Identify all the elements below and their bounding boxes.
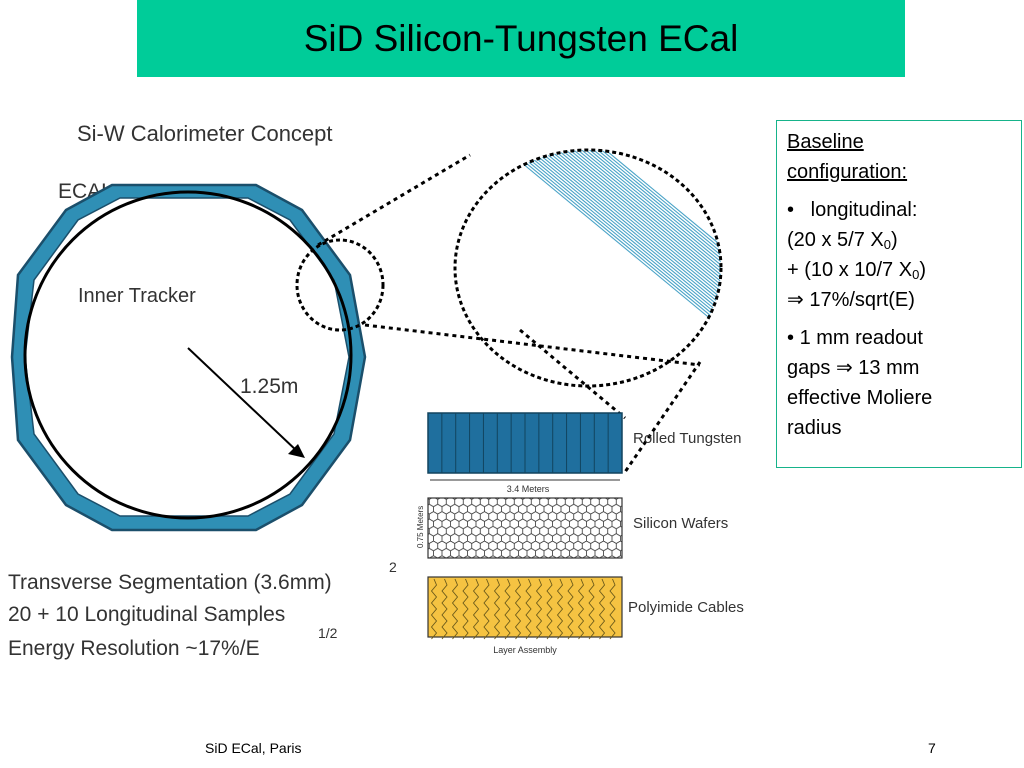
bullet-longitudinal: • longitudinal: (20 x 5/7 X0) + (10 x 10… bbox=[787, 195, 1011, 315]
layer-label-silicon: Silicon Wafers bbox=[633, 515, 728, 532]
zoom-stripe bbox=[546, 150, 721, 321]
assembly-label: Layer Assembly bbox=[493, 645, 557, 655]
zoom-stripe bbox=[508, 150, 721, 328]
spec-line-1: Transverse Segmentation (3.6mm) bbox=[8, 571, 332, 594]
cable-trace bbox=[483, 578, 490, 640]
readout-line-1: • 1 mm readout bbox=[787, 327, 923, 349]
cable-trace bbox=[493, 578, 501, 640]
gaps-text: gaps bbox=[787, 357, 831, 379]
baseline-config-box: Baseline configuration: • longitudinal: … bbox=[776, 120, 1022, 468]
l1-post: ) bbox=[890, 229, 898, 251]
zoom-stripe bbox=[517, 150, 721, 326]
longitudinal-line-2: + (10 x 10/7 X0) bbox=[787, 255, 1011, 285]
calorimeter-figure: Si-W Calorimeter Concept ECAL Inner Trac… bbox=[8, 121, 744, 660]
zoom-stripes bbox=[469, 150, 721, 336]
silicon-wafer-layer bbox=[427, 497, 623, 559]
zoom-stripe bbox=[543, 150, 721, 321]
spec-line-1-sup: 2 bbox=[389, 559, 397, 575]
implies-icon: ⇒ bbox=[787, 289, 804, 311]
zoom-stripe bbox=[524, 150, 721, 325]
cable-trace bbox=[430, 578, 438, 640]
longitudinal-line-1: (20 x 5/7 X0) bbox=[787, 225, 1011, 255]
radius-arrow bbox=[187, 347, 299, 453]
zoom-stripe bbox=[549, 150, 721, 320]
zoom-stripe bbox=[504, 150, 721, 329]
zoom-stripe bbox=[527, 150, 721, 324]
slide-number: 7 bbox=[928, 740, 936, 756]
inner-tracker-circle bbox=[23, 190, 353, 520]
zoom-stripe bbox=[485, 150, 721, 333]
readout-line-2: gaps ⇒ 13 mm bbox=[787, 353, 1011, 383]
spec-line-2: 20 + 10 Longitudinal Samples bbox=[8, 603, 285, 626]
cable-trace bbox=[577, 578, 585, 640]
layer-label-polyimide: Polyimide Cables bbox=[628, 599, 744, 616]
height-label: 0.75 Meters bbox=[416, 506, 425, 548]
spec-line-3: Energy Resolution ~17%/E bbox=[8, 637, 260, 660]
cable-trace bbox=[588, 578, 595, 640]
cable-trace bbox=[514, 578, 522, 640]
radius-arrowhead bbox=[288, 444, 305, 458]
cable-trace bbox=[462, 578, 469, 640]
l1-sub: 0 bbox=[883, 237, 891, 252]
zoom-stripe bbox=[533, 150, 721, 323]
cable-trace bbox=[525, 578, 532, 640]
cable-trace bbox=[556, 578, 564, 640]
ecal-ring-inner bbox=[24, 197, 350, 517]
mm-text: 13 mm bbox=[858, 357, 920, 379]
detail-circle bbox=[295, 238, 385, 332]
spec-line-3-sup: 1/2 bbox=[318, 625, 338, 641]
cable-trace bbox=[546, 578, 553, 640]
zoom-stripe bbox=[530, 150, 721, 324]
implies-icon: ⇒ bbox=[835, 357, 853, 379]
cable-traces bbox=[430, 578, 616, 640]
length-label: 3.4 Meters bbox=[507, 484, 550, 494]
cable-trace bbox=[598, 578, 606, 640]
l2-post: ) bbox=[919, 259, 926, 281]
cable-trace bbox=[567, 578, 574, 640]
footer-left: SiD ECal, Paris bbox=[205, 740, 302, 756]
l2-sub: 0 bbox=[912, 267, 920, 282]
zoom-stripe bbox=[501, 150, 721, 330]
slide-title: SiD Silicon-Tungsten ECal bbox=[303, 17, 739, 59]
tungsten-seams bbox=[441, 413, 609, 473]
baseline-heading-line-1: Baseline bbox=[787, 131, 864, 153]
readout-text: 1 mm readout bbox=[799, 327, 923, 349]
cable-trace bbox=[609, 578, 616, 640]
zoom-line-bottom bbox=[364, 323, 701, 367]
zoom-stripe bbox=[511, 150, 721, 328]
layer-label-tungsten: Rolled Tungsten bbox=[633, 430, 741, 447]
cable-trace bbox=[472, 578, 480, 640]
zoom-stripe bbox=[498, 150, 721, 330]
figure-heading: Si-W Calorimeter Concept bbox=[77, 121, 333, 146]
zoom-stripe bbox=[536, 150, 721, 322]
readout-line-3: effective Moliere bbox=[787, 387, 933, 409]
inner-tracker-label: Inner Tracker bbox=[78, 285, 196, 307]
radius-label: 1.25m bbox=[240, 375, 298, 398]
zoom-stripe bbox=[479, 150, 721, 334]
readout-line-4: radius bbox=[787, 417, 842, 439]
zoom-stripe bbox=[492, 150, 721, 331]
l1-pre: (20 x 5/7 X bbox=[787, 229, 884, 251]
zoom-stripe bbox=[514, 150, 721, 327]
longitudinal-title: • longitudinal: bbox=[787, 199, 918, 221]
cable-trace bbox=[504, 578, 511, 640]
cable-trace bbox=[441, 578, 448, 640]
assembly-line-right bbox=[623, 361, 702, 473]
cable-trace bbox=[451, 578, 459, 640]
zoom-stripe bbox=[540, 150, 721, 322]
zoom-stripe bbox=[520, 150, 721, 326]
zoom-stripe bbox=[482, 150, 721, 333]
zoom-line-top bbox=[317, 153, 471, 247]
longitudinal-line-3: ⇒ 17%/sqrt(E) bbox=[787, 285, 1011, 315]
cable-trace bbox=[535, 578, 543, 640]
polyimide-cable-layer bbox=[427, 576, 623, 638]
bullet-readout: • 1 mm readout gaps ⇒ 13 mm effective Mo… bbox=[787, 323, 1011, 443]
assembly-line-left bbox=[519, 328, 626, 420]
title-bar: SiD Silicon-Tungsten ECal bbox=[137, 0, 905, 77]
longitudinal-label: longitudinal: bbox=[810, 199, 918, 221]
baseline-heading-line-2: configuration: bbox=[787, 161, 908, 183]
resolution-text: 17%/sqrt(E) bbox=[809, 289, 915, 311]
l2-pre: + (10 x 10/7 X bbox=[787, 259, 913, 281]
